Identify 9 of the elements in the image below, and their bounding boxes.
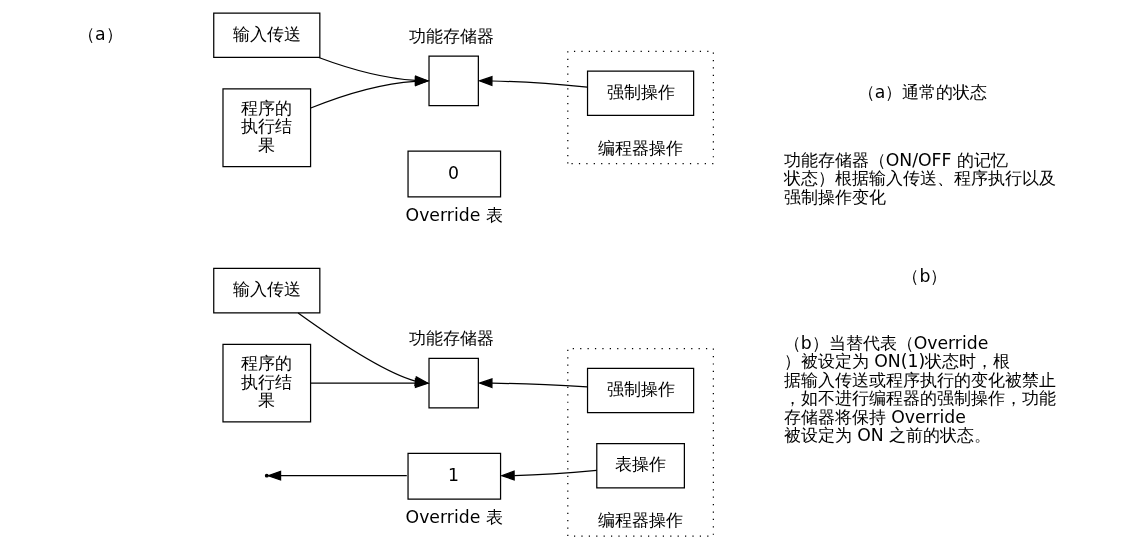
node-label: Override 表 — [405, 506, 503, 527]
label: 功能存储器（ON/OFF 的记忆状态）根据输入传送、程序执行以及强制操作变化 — [783, 149, 1056, 207]
label: （b） — [902, 265, 948, 286]
label: （a） — [77, 23, 123, 44]
label: （b）当替代表（Override）被设定为 ON(1)状态时，根据输入传送或程序执行的变化被禁止，如不进行编程器的强制操作，功能存储器将保持 Override 被设定为 ON 之前的状态。 — [783, 332, 1056, 446]
node-label: 功能存储器 — [409, 327, 495, 348]
node-label: 功能存储器 — [409, 25, 495, 46]
node-label: Override 表 — [405, 204, 503, 225]
label: （a）通常的状态 — [857, 81, 988, 102]
